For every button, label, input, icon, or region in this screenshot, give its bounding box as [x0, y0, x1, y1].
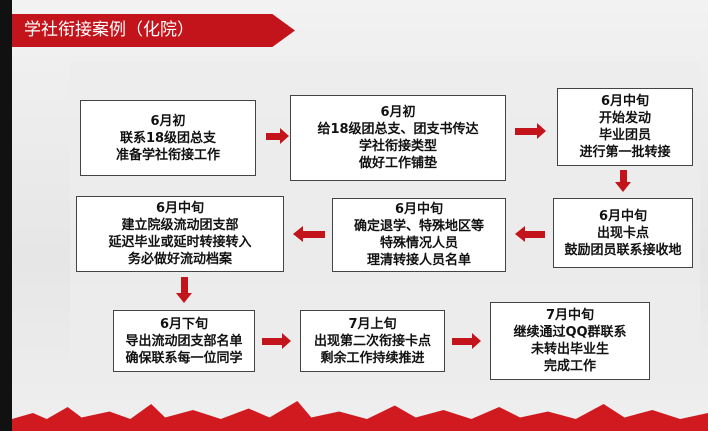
arrowhead	[472, 333, 481, 349]
flow-step-box: 7月上旬出现第二次衔接卡点剩余工作持续推进	[300, 310, 445, 372]
step-time: 6月初	[380, 105, 416, 120]
arrow-right-icon	[515, 128, 537, 135]
step-text: 未转出毕业生	[530, 342, 609, 357]
step-text: 导出流动团支部名单	[125, 333, 243, 349]
step-text: 完成工作	[543, 359, 596, 374]
step-text: 务必做好流动档案	[127, 252, 232, 267]
flow-step-box: 6月初给18级团总支、团支书传达学社衔接类型做好工作铺垫	[290, 95, 506, 181]
step-time: 6月中旬	[394, 202, 444, 217]
step-time: 7月上旬	[348, 316, 397, 332]
flow-step-box: 6月下旬导出流动团支部名单确保联系每一位同学	[113, 310, 255, 372]
step-text: 继续通过QQ群联系	[513, 325, 627, 340]
step-text: 延迟毕业或延时转接转入	[108, 235, 252, 250]
step-text: 特殊情况人员	[379, 236, 458, 251]
step-time: 6月中旬	[600, 94, 650, 109]
step-text: 理清转接人员名单	[366, 253, 471, 268]
arrow-down-icon	[620, 170, 627, 182]
arrowhead	[280, 128, 289, 144]
step-text: 准备学社衔接工作	[115, 147, 220, 163]
arrow-right-icon	[266, 133, 280, 140]
arrow-right-icon	[452, 338, 472, 345]
arrow-left-icon	[303, 231, 325, 238]
step-time: 6月初	[150, 113, 186, 129]
step-text: 出现卡点	[596, 225, 649, 241]
arrowhead	[615, 182, 631, 192]
flow-step-box: 6月初联系18级团总支准备学社衔接工作	[80, 100, 256, 176]
step-text: 毕业团员	[598, 128, 651, 143]
flow-step-box: 6月中旬建立院级流动团支部延迟毕业或延时转接转入务必做好流动档案	[76, 196, 284, 272]
step-time: 6月中旬	[598, 208, 648, 224]
arrowhead	[293, 226, 303, 242]
arrow-right-icon	[262, 338, 282, 345]
step-text: 学社衔接类型	[358, 139, 437, 154]
flow-step-box: 6月中旬开始发动毕业团员进行第一批转接	[557, 88, 693, 166]
step-text: 确保联系每一位同学	[125, 350, 243, 366]
step-text: 联系18级团总支	[119, 130, 217, 146]
arrowhead	[282, 333, 291, 349]
step-time: 6月中旬	[155, 201, 205, 216]
step-text: 剩余工作持续推进	[320, 350, 425, 366]
left-border	[0, 0, 12, 431]
arrowhead	[176, 293, 192, 303]
slide-title: 学社衔接案例（化院）	[12, 14, 295, 47]
step-text: 给18级团总支、团支书传达	[317, 122, 479, 137]
flow-step-box: 7月中旬继续通过QQ群联系未转出毕业生完成工作	[490, 302, 650, 380]
arrowhead	[515, 226, 525, 242]
step-time: 6月下旬	[159, 316, 209, 332]
step-text: 建立院级流动团支部	[121, 218, 239, 233]
arrow-down-icon	[181, 277, 188, 293]
step-text: 做好工作铺垫	[358, 156, 437, 171]
arrow-left-icon	[525, 231, 545, 238]
flow-step-box: 6月中旬确定退学、特殊地区等特殊情况人员理清转接人员名单	[332, 198, 506, 272]
arrowhead	[537, 123, 546, 139]
step-text: 确定退学、特殊地区等	[353, 219, 484, 234]
step-text: 开始发动	[598, 111, 651, 126]
step-time: 7月中旬	[545, 308, 595, 323]
step-text: 进行第一批转接	[579, 145, 671, 160]
flow-step-box: 6月中旬出现卡点鼓励团员联系接收地	[553, 198, 693, 268]
step-text: 鼓励团员联系接收地	[564, 242, 682, 258]
step-text: 出现第二次衔接卡点	[313, 333, 431, 349]
